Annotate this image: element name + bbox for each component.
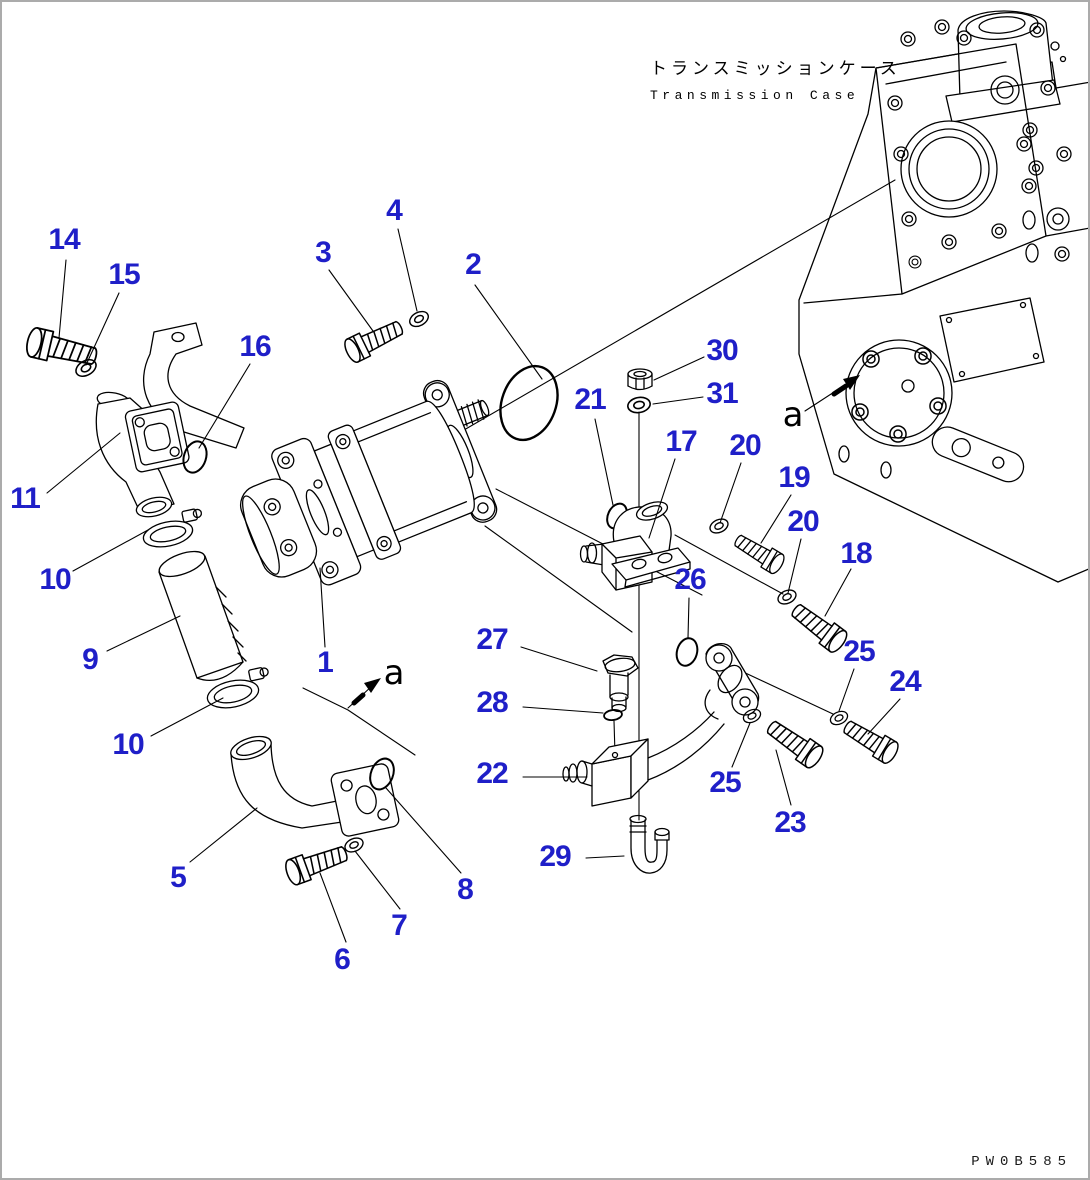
component-label: トランスミッションケース Transmission Case [650,54,901,103]
callout-9: 9 [82,643,99,676]
callout-29: 29 [539,840,571,873]
callout-11: 11 [10,482,41,515]
callout-22: 22 [476,757,508,790]
drawing-code: PW0B585 [971,1154,1072,1170]
view-arrowhead-center [364,678,381,693]
view-arrowhead-case [843,375,860,390]
callout-31: 31 [706,377,738,410]
callout-8: 8 [457,873,474,906]
callout-25b: 25 [709,766,741,799]
callout-18: 18 [840,537,872,570]
callout-15: 15 [108,258,140,291]
callout-23: 23 [774,806,806,839]
callout-28: 28 [476,686,508,719]
transmission-case-drawing [798,10,1088,583]
callout-1: 1 [317,646,334,679]
leader-lines [46,228,901,943]
view-marker-direction-center: a [383,653,405,693]
callout-17: 17 [665,425,697,458]
callout-21: 21 [574,383,606,416]
callout-25a: 25 [843,635,875,668]
pump-assembly-drawing [239,379,498,586]
callout-5: 5 [170,861,187,894]
callout-4: 4 [386,194,403,227]
callout-16: 16 [239,330,271,363]
callout-24: 24 [889,665,921,698]
component-label-en: Transmission Case [650,88,860,103]
callout-3: 3 [315,236,332,269]
component-label-jp: トランスミッションケース [650,59,901,79]
callout-7: 7 [391,909,408,942]
callout-26: 26 [674,563,706,596]
callout-30: 30 [706,334,738,367]
delivery-parts-drawing [562,368,902,874]
suction-parts-drawing [23,307,559,888]
callout-27: 27 [476,623,508,656]
callout-14: 14 [48,223,80,256]
callout-20a: 20 [729,429,761,462]
callout-10a: 10 [39,563,71,596]
callout-10b: 10 [112,728,144,761]
view-marker-direction-case: a [782,395,804,435]
callout-6: 6 [334,943,351,976]
callout-19: 19 [778,461,810,494]
callout-20b: 20 [787,505,819,538]
section-arrows [302,375,860,756]
callout-2: 2 [465,248,482,281]
